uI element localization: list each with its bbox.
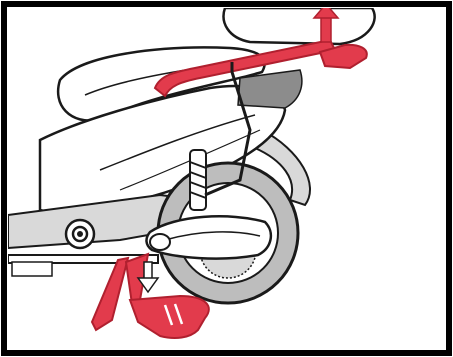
rear-shock [190, 150, 206, 210]
foot-pedal [130, 296, 209, 338]
rear-footpeg [66, 220, 94, 248]
top-case [224, 8, 375, 44]
